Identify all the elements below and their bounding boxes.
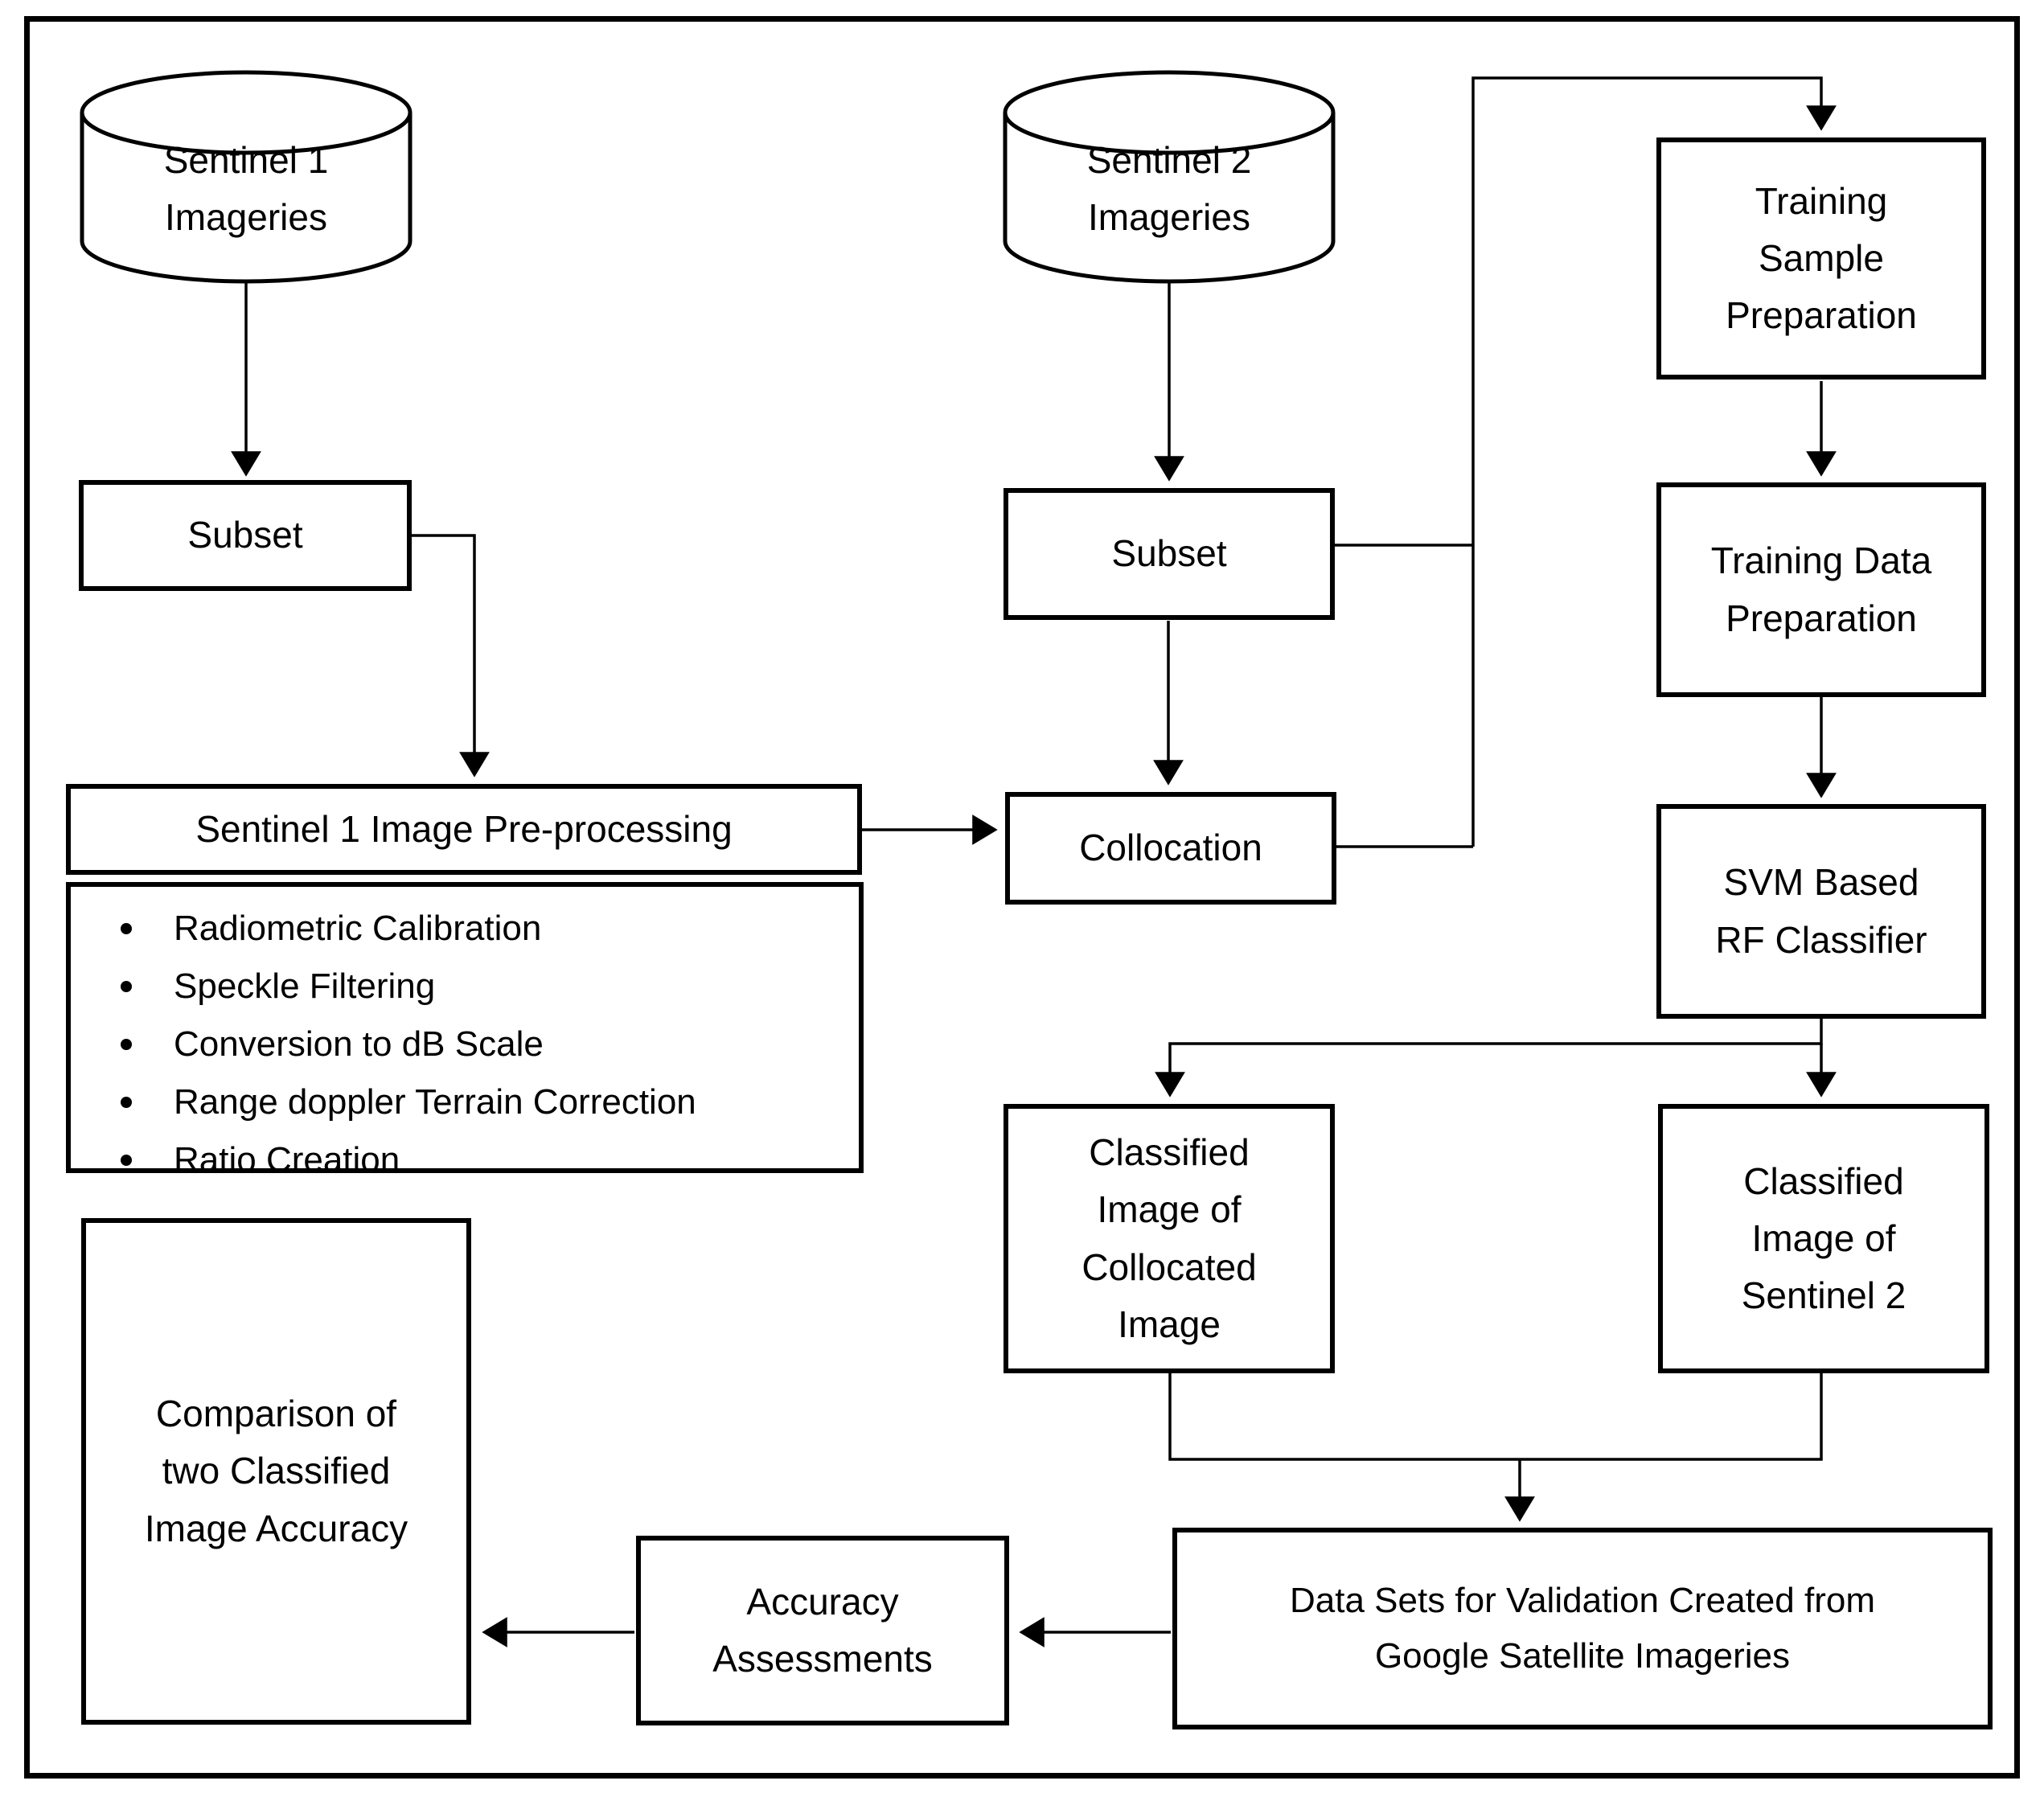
list-item: Ratio Creation [121,1131,859,1189]
list-item: Conversion to dB Scale [121,1015,859,1073]
step-label: Ratio Creation [174,1140,400,1180]
training-data-preparation-box: Training Data Preparation [1656,482,1986,697]
step-label: Conversion to dB Scale [174,1024,544,1064]
svm-rf-classifier-box: SVM Based RF Classifier [1656,804,1986,1019]
collocation-box: Collocation [1005,792,1336,905]
sentinel-2-database-label: Sentinel 2 Imageries [1086,138,1252,238]
subset-box-sentinel1: Subset [79,480,412,591]
bullet-icon [121,1155,132,1166]
list-item: Radiometric Calibration [121,900,859,958]
subset-box-sentinel2: Subset [1004,488,1335,620]
step-label: Radiometric Calibration [174,909,542,948]
training-sample-preparation-box: Training Sample Preparation [1656,137,1986,380]
bullet-icon [121,1039,132,1050]
preprocessing-steps-box: Radiometric Calibration Speckle Filterin… [66,882,864,1180]
outer-border [24,16,2020,1779]
sentinel-1-database-label: Sentinel 1 Imageries [163,138,329,238]
accuracy-assessments-box: Accuracy Assessments [636,1536,1009,1725]
list-item: Speckle Filtering [121,958,859,1015]
classified-sentinel2-image-box: Classified Image of Sentinel 2 [1658,1104,1989,1373]
bullet-icon [121,923,132,934]
bullet-icon [121,1097,132,1108]
classified-collocated-image-box: Classified Image of Collocated Image [1004,1104,1335,1373]
bullet-icon [121,981,132,992]
sentinel1-preprocessing-title-box: Sentinel 1 Image Pre-processing [66,784,862,875]
step-label: Speckle Filtering [174,966,436,1006]
validation-datasets-box: Data Sets for Validation Created from Go… [1172,1528,1993,1729]
list-item: Range doppler Terrain Correction [121,1073,859,1131]
comparison-box: Comparison of two Classified Image Accur… [81,1218,471,1725]
step-label: Range doppler Terrain Correction [174,1082,696,1122]
